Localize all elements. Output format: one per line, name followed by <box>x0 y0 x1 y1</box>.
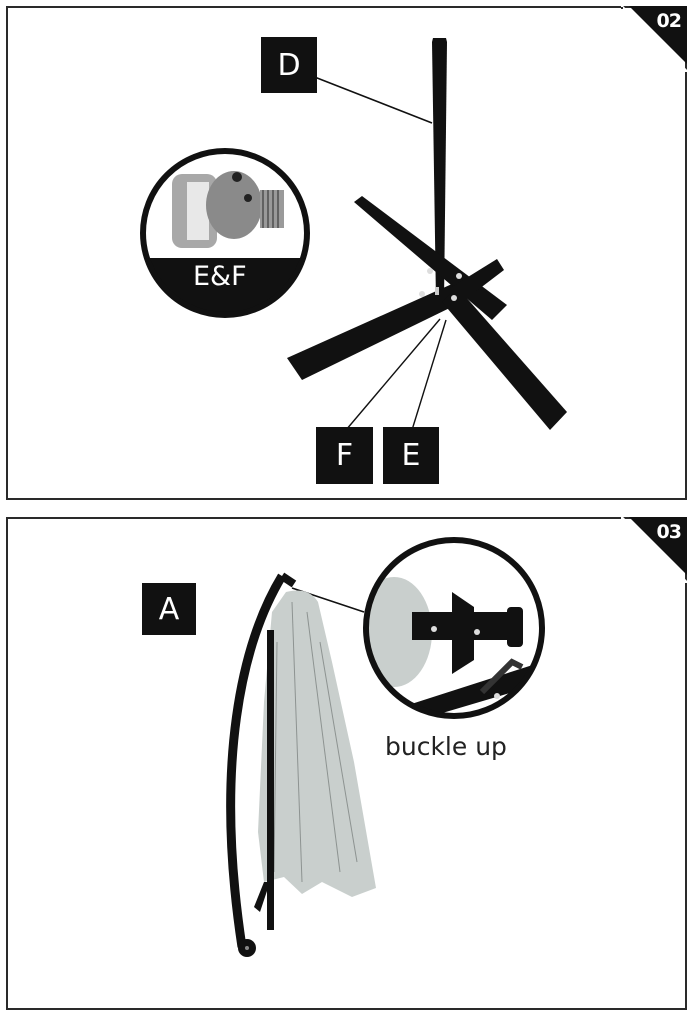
step-number-badge: 03 <box>621 517 687 583</box>
part-label-e: E <box>383 427 439 484</box>
bolt-inset <box>140 148 310 318</box>
part-label-f: F <box>316 427 373 484</box>
buckle-up-caption: buckle up <box>385 732 507 761</box>
part-label-a: A <box>142 583 196 635</box>
step-number: 03 <box>656 521 682 543</box>
part-label-d: D <box>261 37 317 93</box>
step-number-badge: 02 <box>621 6 687 72</box>
step-03-panel: 03 <box>6 517 687 1010</box>
bolt-inset-label: E&F <box>193 261 247 292</box>
umbrella-illustration <box>226 537 545 957</box>
step-number: 02 <box>656 10 682 32</box>
buckle-inset <box>363 537 545 719</box>
step-02-panel: 02 <box>6 6 687 500</box>
base-assembly-illustration <box>140 38 567 431</box>
